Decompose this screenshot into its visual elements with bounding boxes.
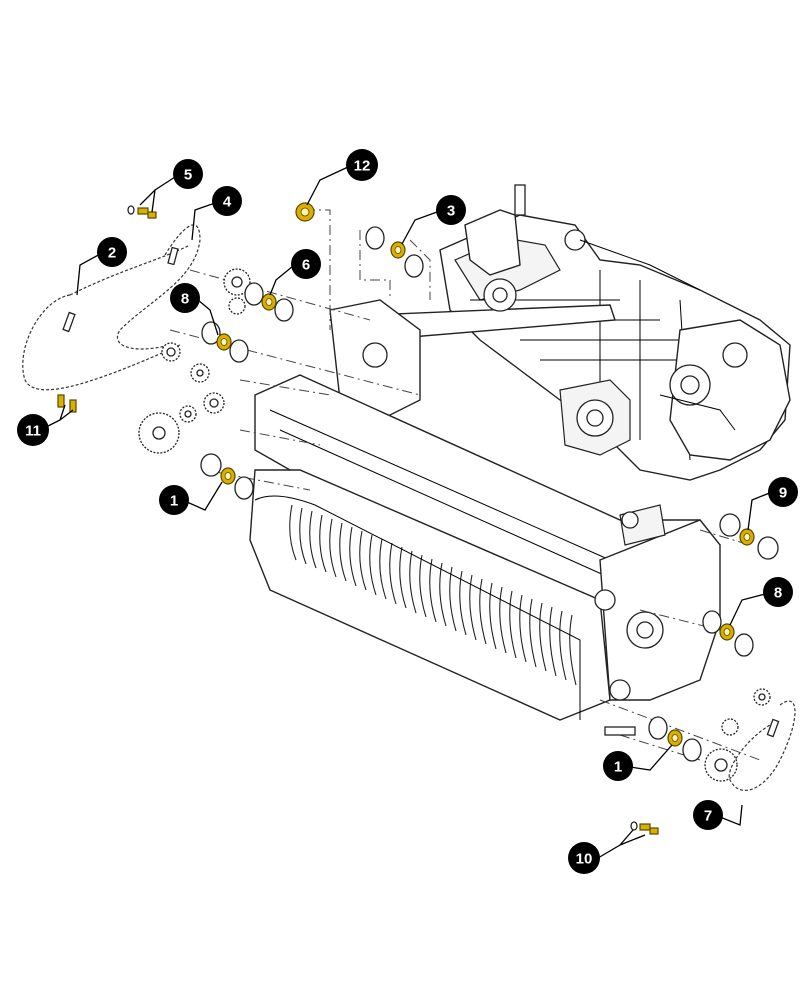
svg-text:8: 8	[774, 585, 782, 602]
svg-text:4: 4	[223, 194, 232, 211]
machine-frame	[249, 184, 791, 721]
svg-text:9: 9	[779, 485, 787, 502]
svg-text:3: 3	[447, 203, 455, 220]
svg-text:1: 1	[170, 493, 178, 510]
svg-text:11: 11	[25, 423, 41, 440]
svg-text:10: 10	[576, 851, 593, 868]
svg-text:2: 2	[108, 245, 116, 262]
svg-text:1: 1	[614, 759, 622, 776]
svg-text:8: 8	[181, 291, 189, 308]
callout-1-right: 1	[603, 751, 633, 781]
callout-12: 12	[346, 149, 378, 181]
callout-9: 9	[768, 477, 798, 507]
callout-2: 2	[97, 237, 127, 267]
callout-6: 6	[291, 249, 321, 279]
callout-11: 11	[17, 414, 49, 446]
callout-3: 3	[436, 195, 466, 225]
callout-7: 7	[693, 800, 723, 830]
svg-text:12: 12	[354, 158, 371, 175]
rotor-tines	[254, 495, 581, 720]
callout-8-lower: 8	[763, 577, 793, 607]
callout-1-left: 1	[159, 485, 189, 515]
svg-text:7: 7	[704, 808, 712, 825]
svg-text:6: 6	[302, 257, 310, 274]
callout-8-upper: 8	[170, 283, 200, 313]
callout-4: 4	[212, 186, 242, 216]
callout-5: 5	[173, 159, 203, 189]
svg-text:5: 5	[184, 167, 192, 184]
right-drive-parts	[604, 513, 796, 835]
left-drive-parts	[22, 202, 424, 500]
callout-10: 10	[568, 842, 600, 874]
